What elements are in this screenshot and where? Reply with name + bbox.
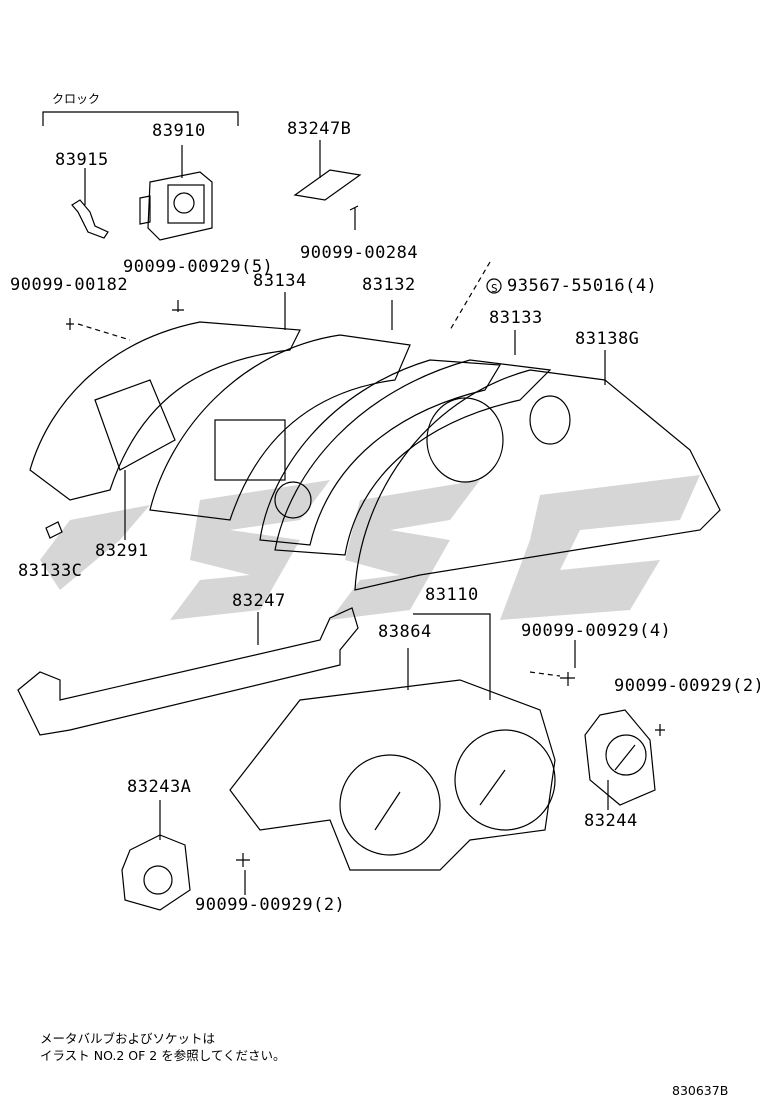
screw-icon <box>655 724 665 736</box>
part-label-83134[interactable]: 83134 <box>253 271 307 291</box>
clock-group-label: クロック <box>52 92 101 106</box>
figure-code: 830637B <box>672 1083 729 1098</box>
part-label-90099-00929-2-right[interactable]: 90099-00929(2) <box>614 676 760 696</box>
s-symbol-icon: S <box>491 282 499 295</box>
part-label-83133C[interactable]: 83133C <box>18 561 83 581</box>
clock-unit <box>139 145 213 241</box>
gauge-cluster <box>229 613 556 871</box>
clip-83133C <box>45 521 63 539</box>
housing <box>259 359 502 546</box>
gauge-83243A <box>121 800 191 911</box>
footnote-line-1: メータバルブおよびソケットは <box>40 1031 216 1046</box>
gauge-83244 <box>584 709 656 810</box>
part-label-83247B[interactable]: 83247B <box>287 119 352 139</box>
part-label-83915[interactable]: 83915 <box>55 150 109 170</box>
part-label-83291[interactable]: 83291 <box>95 541 149 561</box>
part-label-90099-00284[interactable]: 90099-00284 <box>300 243 419 263</box>
s-symbol-circle <box>486 278 502 294</box>
part-label-83244[interactable]: 83244 <box>584 811 638 831</box>
screw-icon <box>236 853 250 867</box>
screw-icon <box>66 318 74 330</box>
line-art <box>17 111 721 911</box>
part-label-93567-55016[interactable]: 93567-55016(4) <box>507 276 658 296</box>
part-label-83864[interactable]: 83864 <box>378 622 432 642</box>
bracket-83247B <box>293 140 362 230</box>
watermark <box>40 475 700 620</box>
part-label-83138G[interactable]: 83138G <box>575 329 640 349</box>
dial-panel <box>274 359 552 556</box>
part-label-83243A[interactable]: 83243A <box>127 777 192 797</box>
meter-cover <box>354 369 721 591</box>
footnote-line-2: イラスト NO.2 OF 2 を参照してください。 <box>40 1048 286 1063</box>
part-label-90099-00929-5[interactable]: 90099-00929(5) <box>123 257 274 277</box>
part-label-90099-00929-4[interactable]: 90099-00929(4) <box>521 621 672 641</box>
part-label-90099-00929-2-bottom[interactable]: 90099-00929(2) <box>195 895 346 915</box>
clip-83915 <box>71 168 109 239</box>
flex-circuit <box>17 607 359 736</box>
circuit-plate <box>149 334 411 521</box>
screw-icon <box>172 300 184 312</box>
part-label-83910[interactable]: 83910 <box>152 121 206 141</box>
screw-icon <box>560 672 575 686</box>
rear-case <box>29 321 301 501</box>
part-label-83132[interactable]: 83132 <box>362 275 416 295</box>
clock-group-bracket <box>42 111 239 126</box>
part-label-83110[interactable]: 83110 <box>425 585 479 605</box>
part-label-90099-00182[interactable]: 90099-00182 <box>10 275 129 295</box>
part-label-83133[interactable]: 83133 <box>489 308 543 328</box>
part-label-83247[interactable]: 83247 <box>232 591 286 611</box>
